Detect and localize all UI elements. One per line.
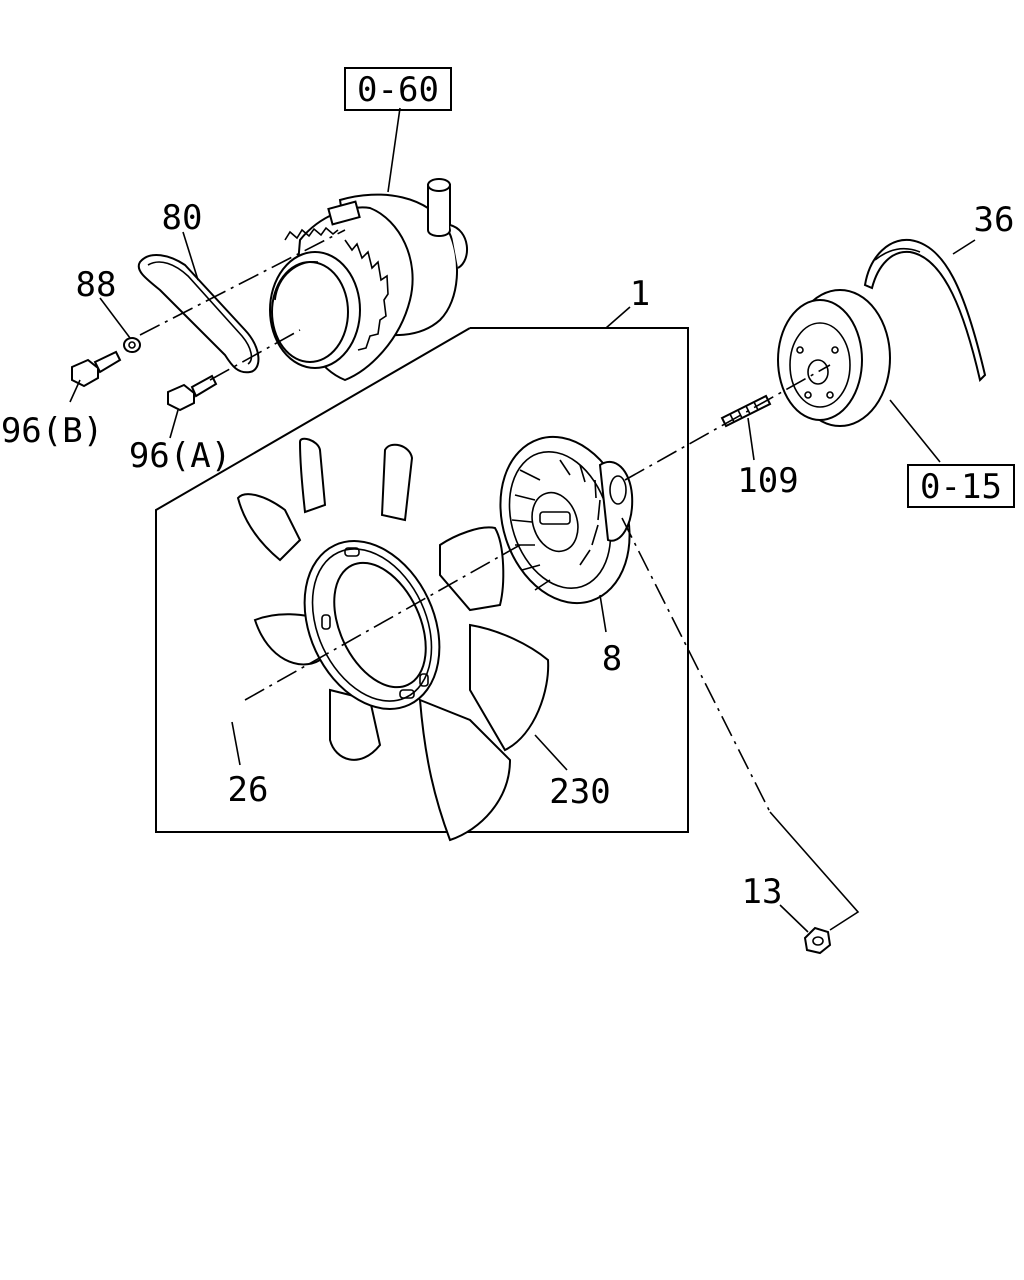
belt-guard-part-80 (137, 254, 260, 374)
drive-belt-part-36 (863, 238, 987, 382)
callout-109: 109 (737, 461, 798, 501)
bolt-part-96a (167, 374, 218, 412)
pulley-drawing (777, 289, 891, 427)
callout-8: 8 (602, 639, 622, 679)
alternator-drawing (269, 178, 469, 382)
callout-13: 13 (742, 872, 783, 912)
callout-230: 230 (549, 772, 610, 812)
callout-80: 80 (162, 198, 203, 238)
callout-26: 26 (228, 770, 269, 810)
assembly-frame (155, 327, 689, 833)
ref-box-top[interactable]: 0-60 (344, 67, 452, 111)
callout-88: 88 (76, 265, 117, 305)
fan-part-230 (236, 437, 550, 842)
bolt-part-96b (71, 350, 122, 388)
ref-label-top: 0-60 (357, 70, 439, 110)
callout-96b: 96(B) (1, 411, 103, 451)
washer-part-88 (123, 337, 141, 353)
ref-box-right[interactable]: 0-15 (907, 464, 1015, 508)
leader-lines (69, 107, 976, 933)
nut-part-13 (803, 926, 832, 955)
callout-36: 36 (974, 200, 1015, 240)
callout-1: 1 (630, 274, 650, 314)
ref-label-right: 0-15 (920, 467, 1002, 507)
fan-clutch-part-8 (499, 435, 634, 605)
assembly-center-lines (139, 229, 831, 813)
callout-96a: 96(A) (129, 436, 231, 476)
